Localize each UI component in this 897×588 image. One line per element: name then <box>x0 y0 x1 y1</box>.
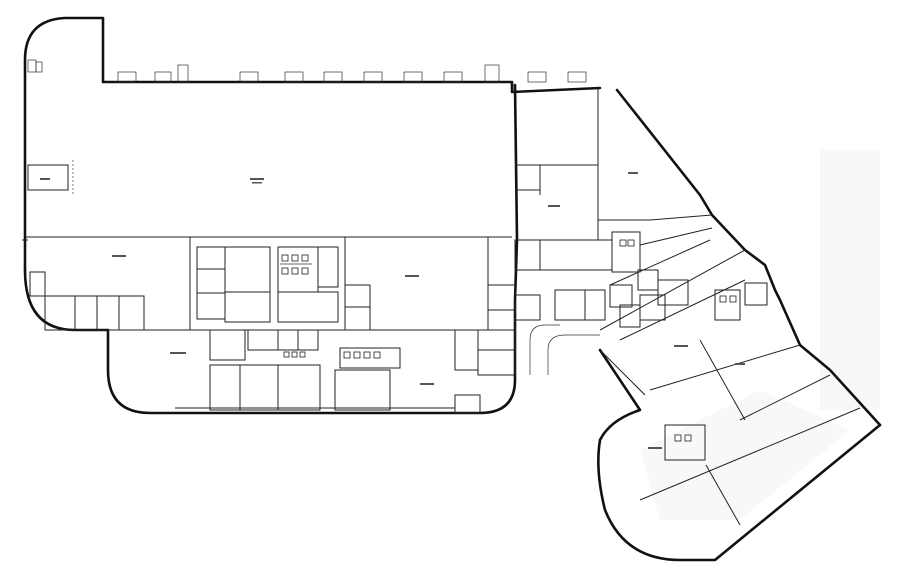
lower-wing-partitions <box>639 374 861 526</box>
faded-scan-area <box>820 150 880 410</box>
restroom-fixtures-center <box>280 254 312 275</box>
diagonal-wing-east-wall <box>615 88 882 427</box>
restroom-fixtures-south <box>283 351 381 359</box>
drive-curves <box>529 324 600 375</box>
south-block-rooms <box>175 329 516 414</box>
north-loading-docks <box>117 64 587 83</box>
north-wall <box>23 16 602 272</box>
south-block-wall <box>106 83 519 415</box>
room-label-marks <box>40 172 745 449</box>
lower-wing-inner-edge <box>599 349 646 396</box>
west-wall-details <box>22 59 43 241</box>
diagonal-wing-partitions <box>598 214 801 421</box>
interior-partitions-main <box>25 160 516 331</box>
faded-scan-area-lower <box>640 390 850 520</box>
southwest-wall <box>23 268 110 332</box>
storage-room-nw <box>27 164 69 191</box>
east-bay-partitions <box>514 88 612 321</box>
lower-wing-wall <box>597 348 882 562</box>
